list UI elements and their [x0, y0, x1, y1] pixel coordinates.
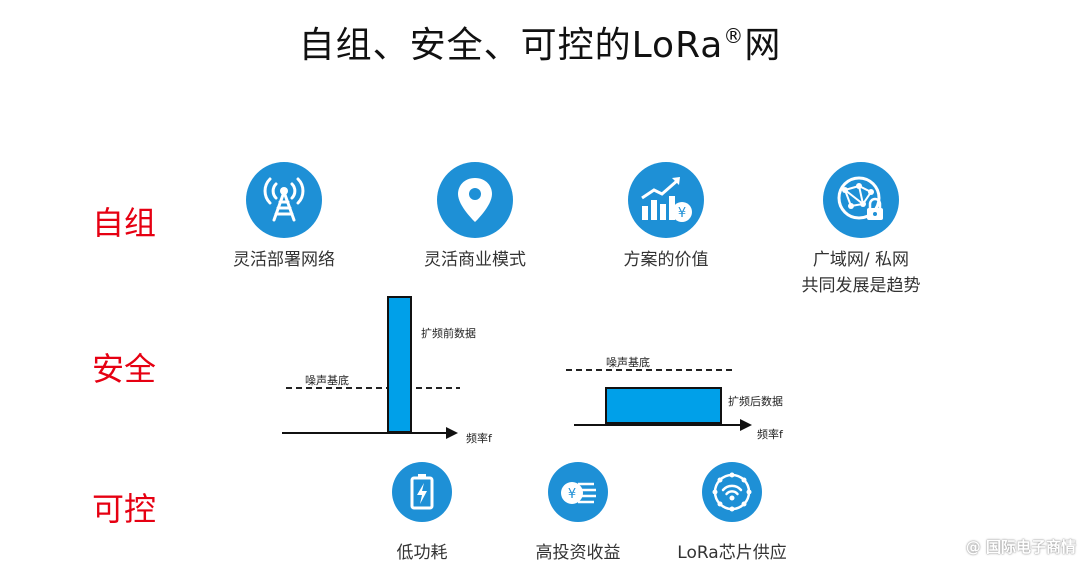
- caption-flexible-deploy: 灵活部署网络: [233, 250, 335, 270]
- svg-text:¥: ¥: [678, 206, 686, 221]
- caption-flexible-business: 灵活商业模式: [424, 250, 526, 270]
- axis-arrow-left: [446, 427, 458, 439]
- frequency-label-left: 频率f: [466, 432, 492, 445]
- caption-solution-value: 方案的价值: [623, 250, 709, 270]
- caption-lora-chip-supply: LoRa芯片供应: [677, 543, 787, 563]
- location-pin-icon: [437, 162, 513, 238]
- row-label-control: 可控: [92, 490, 157, 528]
- noise-floor-label-left: 噪声基底: [305, 374, 349, 387]
- network-globe-lock-icon: [823, 162, 899, 238]
- pre-spread-signal-bar: [387, 296, 412, 433]
- page-title: 自组、安全、可控的LoRa®网: [298, 24, 782, 66]
- row-label-security: 安全: [92, 350, 157, 388]
- growth-chart-yen-icon: ¥: [628, 162, 704, 238]
- caption-wan-private-line2: 共同发展是趋势: [801, 276, 921, 296]
- antenna-tower-icon: [246, 162, 322, 238]
- wireless-chip-icon: [702, 462, 762, 522]
- post-spread-data-label: 扩频后数据: [728, 395, 783, 408]
- spread-spectrum-diagram: [282, 296, 752, 439]
- pre-spread-data-label: 扩频前数据: [421, 327, 476, 340]
- battery-charge-icon: [392, 462, 452, 522]
- axis-arrow-right: [740, 419, 752, 431]
- caption-wan-private-line1: 广域网/ 私网: [812, 250, 910, 270]
- caption-low-power: 低功耗: [396, 543, 448, 563]
- svg-text:¥: ¥: [568, 487, 576, 502]
- post-spread-signal-bar: [605, 387, 722, 424]
- noise-floor-label-right: 噪声基底: [606, 356, 650, 369]
- yen-coins-icon: ¥: [548, 462, 608, 522]
- watermark: @ 国际电子商情: [965, 538, 1076, 556]
- frequency-label-right: 频率f: [757, 428, 783, 441]
- row-label-self-org: 自组: [92, 204, 157, 242]
- caption-high-roi: 高投资收益: [535, 543, 621, 563]
